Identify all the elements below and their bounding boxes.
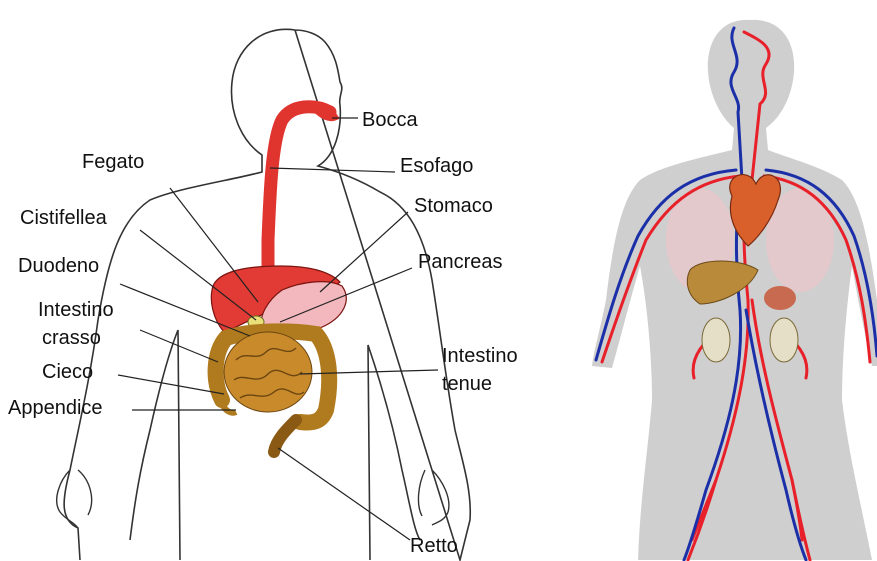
label-stomaco: Stomaco: [414, 195, 493, 217]
label-duodeno: Duodeno: [18, 255, 99, 277]
label-intestino-tenue-line2: tenue: [442, 373, 492, 395]
left-hand-outline: [57, 470, 92, 528]
esophagus: [268, 107, 330, 282]
label-intestino-tenue-line1: Intestino: [442, 345, 518, 367]
label-fegato: Fegato: [82, 151, 144, 173]
kidney-right: [770, 318, 798, 362]
right-hand-outline: [418, 470, 448, 525]
label-cieco: Cieco: [42, 361, 93, 383]
digestive-system-diagram: Bocca Esofago Fegato Stomaco Cistifellea…: [8, 29, 518, 560]
label-bocca: Bocca: [362, 109, 418, 131]
label-retto: Retto: [410, 535, 458, 557]
label-intestino-crasso-line2: crasso: [42, 327, 101, 349]
label-appendice: Appendice: [8, 397, 103, 419]
label-cistifellea: Cistifellea: [20, 207, 108, 229]
appendix: [222, 404, 236, 413]
rectum: [274, 420, 296, 452]
label-pancreas: Pancreas: [418, 251, 503, 273]
label-esofago: Esofago: [400, 155, 473, 177]
kidney-left: [702, 318, 730, 362]
circulatory-system-diagram: [592, 20, 877, 560]
small-intestine: [224, 332, 312, 412]
label-intestino-crasso-line1: Intestino: [38, 299, 114, 321]
spleen: [764, 286, 796, 310]
